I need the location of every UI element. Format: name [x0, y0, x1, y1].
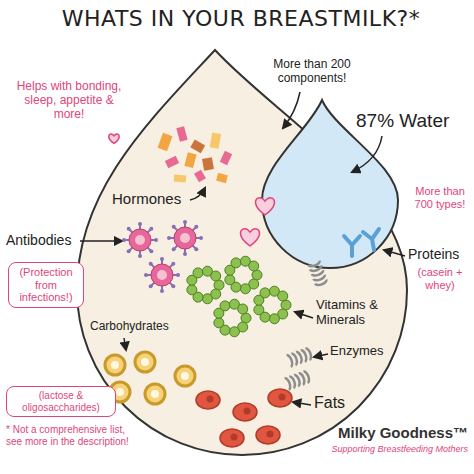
note-label-text: (casein + whey)	[410, 266, 470, 291]
enzyme-coil	[287, 348, 313, 367]
fat-globule	[279, 394, 286, 401]
vitamin-ring	[225, 256, 262, 294]
note-label-text: Helps with bonding, sleep, appetite & mo…	[10, 80, 128, 121]
fat-globule	[233, 403, 257, 421]
fat-globule	[220, 429, 244, 447]
fat-globule	[196, 391, 220, 409]
vitamin-ring	[254, 286, 291, 324]
note-label: (casein + whey)	[410, 266, 470, 291]
callout-label: Vitamins & Minerals	[316, 298, 396, 328]
vitamin-ring	[214, 299, 251, 337]
carbohydrate-ring	[175, 366, 195, 386]
antibody	[144, 257, 180, 293]
brand-name-text: Milky Goodness™	[338, 424, 468, 441]
carbohydrate-ring	[181, 372, 189, 380]
antibody	[167, 220, 203, 256]
heart-icon	[255, 198, 274, 215]
fat-globule	[256, 426, 280, 444]
callout-label: More than 200 components!	[262, 58, 362, 86]
note-label: Helps with bonding, sleep, appetite & mo…	[10, 80, 128, 121]
footnote-text: * Not a comprehensive list, see more in …	[6, 424, 136, 447]
carbohydrate-ring	[105, 355, 125, 375]
callout-label-text: Hormones	[112, 190, 181, 207]
brand-name: Milky Goodness™	[338, 424, 468, 441]
callout-label-text: Carbohydrates	[90, 320, 169, 334]
enzyme-coil	[308, 261, 327, 287]
fat-globule	[244, 408, 251, 415]
title: WHATS IN YOUR BREASTMILK?*	[4, 6, 474, 31]
callout-label-text: Proteins	[408, 246, 459, 262]
callout-label-text: More than 200 components!	[262, 58, 362, 86]
heart-icon	[109, 134, 119, 143]
callout-label: Enzymes	[330, 344, 383, 359]
brand-tagline-text: Supporting Breastfeeding Mothers	[331, 444, 468, 454]
hormone-particles	[158, 126, 233, 183]
callout-label-text: Fats	[314, 394, 345, 412]
note-label-text: More than 700 types!	[410, 185, 470, 210]
fat-globule	[207, 396, 214, 403]
callout-label-text: Vitamins & Minerals	[316, 298, 396, 328]
note-label: More than 700 types!	[410, 185, 470, 210]
fat-globule	[267, 431, 274, 438]
callout-label: Carbohydrates	[90, 320, 169, 334]
carbohydrate-ring	[111, 361, 119, 369]
repeated-shapes	[105, 134, 327, 447]
carbohydrate-ring	[116, 388, 124, 396]
callout-label: Hormones	[112, 190, 181, 207]
enzyme-coil	[285, 371, 311, 390]
carbohydrate-ring	[151, 390, 159, 398]
callout-label-text: 87% Water	[356, 110, 449, 132]
note-box: (lactose & oligosaccharides)	[6, 386, 116, 417]
callout-label-text: Antibodies	[6, 232, 71, 248]
antibody	[122, 222, 158, 258]
note-text: (Protection from infections!)	[13, 266, 79, 304]
carbohydrate-ring	[135, 352, 155, 372]
title-text: WHATS IN YOUR BREASTMILK?*	[4, 6, 474, 31]
leader-lines	[80, 92, 405, 405]
carbohydrate-ring	[141, 358, 149, 366]
protein-shapes	[344, 229, 379, 256]
carbohydrate-ring	[145, 384, 165, 404]
note-box: (Protection from infections!)	[8, 262, 84, 308]
callout-label: Fats	[314, 394, 345, 412]
fat-globule	[268, 389, 292, 407]
vitamin-ring	[187, 266, 224, 304]
brand-tagline: Supporting Breastfeeding Mothers	[331, 444, 468, 454]
fat-globule	[231, 434, 238, 441]
callout-label: Proteins	[408, 246, 459, 262]
callout-label: 87% Water	[356, 110, 449, 132]
callout-label-text: Enzymes	[330, 344, 383, 359]
footnote: * Not a comprehensive list, see more in …	[6, 424, 136, 447]
heart-icon	[240, 229, 259, 246]
note-text: (lactose & oligosaccharides)	[11, 390, 111, 413]
callout-label: Antibodies	[6, 232, 71, 248]
